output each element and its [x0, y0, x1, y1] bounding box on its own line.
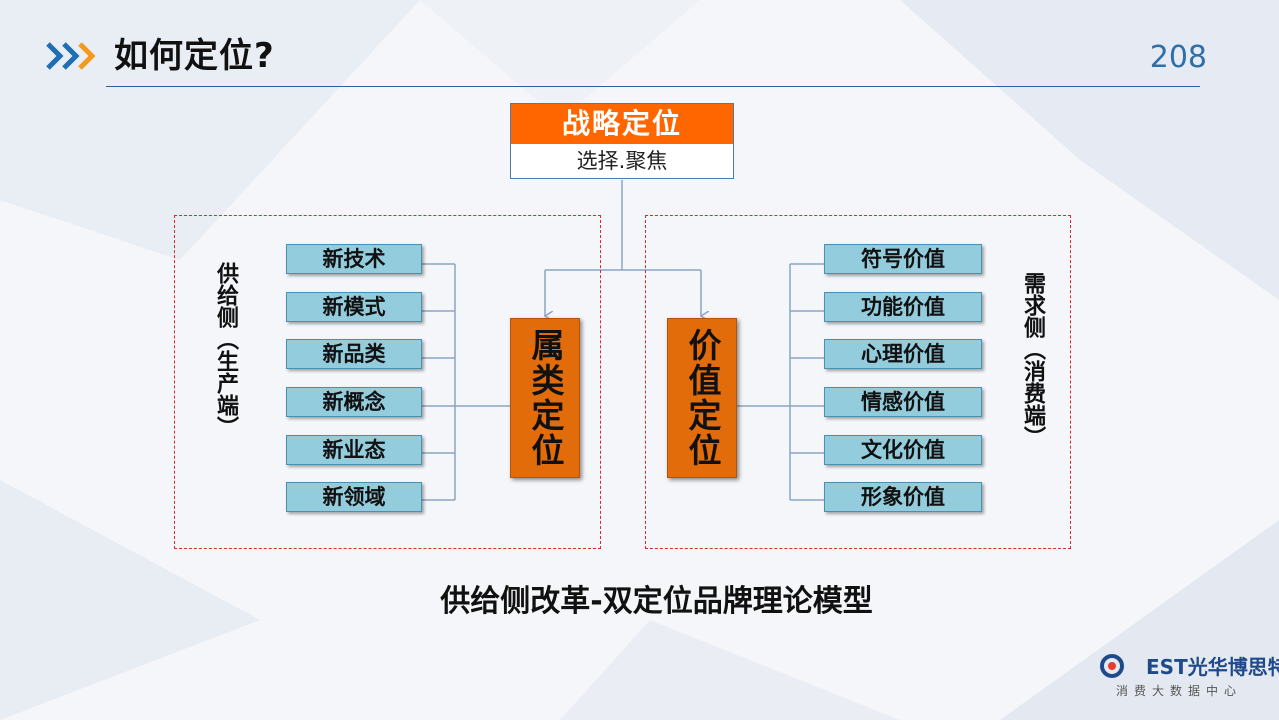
header-divider: [106, 86, 1200, 87]
supply-item: 新业态: [286, 435, 422, 465]
demand-item: 情感价值: [824, 387, 982, 417]
demand-item: 形象价值: [824, 482, 982, 512]
supply-side-label: 供给侧（生产端）: [210, 262, 240, 446]
brand-tagline: 消费大数据中心: [1116, 684, 1243, 698]
brand-name: EST光华博思特: [1146, 655, 1279, 679]
diagram-caption: 供给侧改革-双定位品牌理论模型: [440, 584, 873, 619]
value-positioning-box: 价值定位: [667, 318, 737, 478]
brand-logo-icon: [1100, 654, 1124, 678]
strategy-subtitle: 选择.聚焦: [576, 149, 668, 173]
demand-item: 符号价值: [824, 244, 982, 274]
category-positioning-box: 属类定位: [510, 318, 580, 478]
supply-item: 新领域: [286, 482, 422, 512]
demand-side-label: 需求侧（消费端）: [1017, 272, 1047, 456]
supply-item: 新模式: [286, 292, 422, 322]
supply-side-region: [174, 215, 601, 549]
page-title: 如何定位?: [114, 36, 275, 76]
page-number: 208: [1149, 40, 1207, 75]
supply-side-label-text: 供给侧（生产端）: [213, 262, 238, 438]
demand-item: 心理价值: [824, 339, 982, 369]
supply-item: 新品类: [286, 339, 422, 369]
strategy-box: 战略定位 选择.聚焦: [510, 103, 734, 179]
supply-item: 新技术: [286, 244, 422, 274]
chevrons-icon: [46, 42, 96, 70]
demand-side-label-text: 需求侧（消费端）: [1020, 272, 1045, 448]
supply-item: 新概念: [286, 387, 422, 417]
demand-item: 文化价值: [824, 435, 982, 465]
demand-item: 功能价值: [824, 292, 982, 322]
strategy-title: 战略定位: [511, 104, 733, 144]
demand-side-region: [645, 215, 1071, 549]
